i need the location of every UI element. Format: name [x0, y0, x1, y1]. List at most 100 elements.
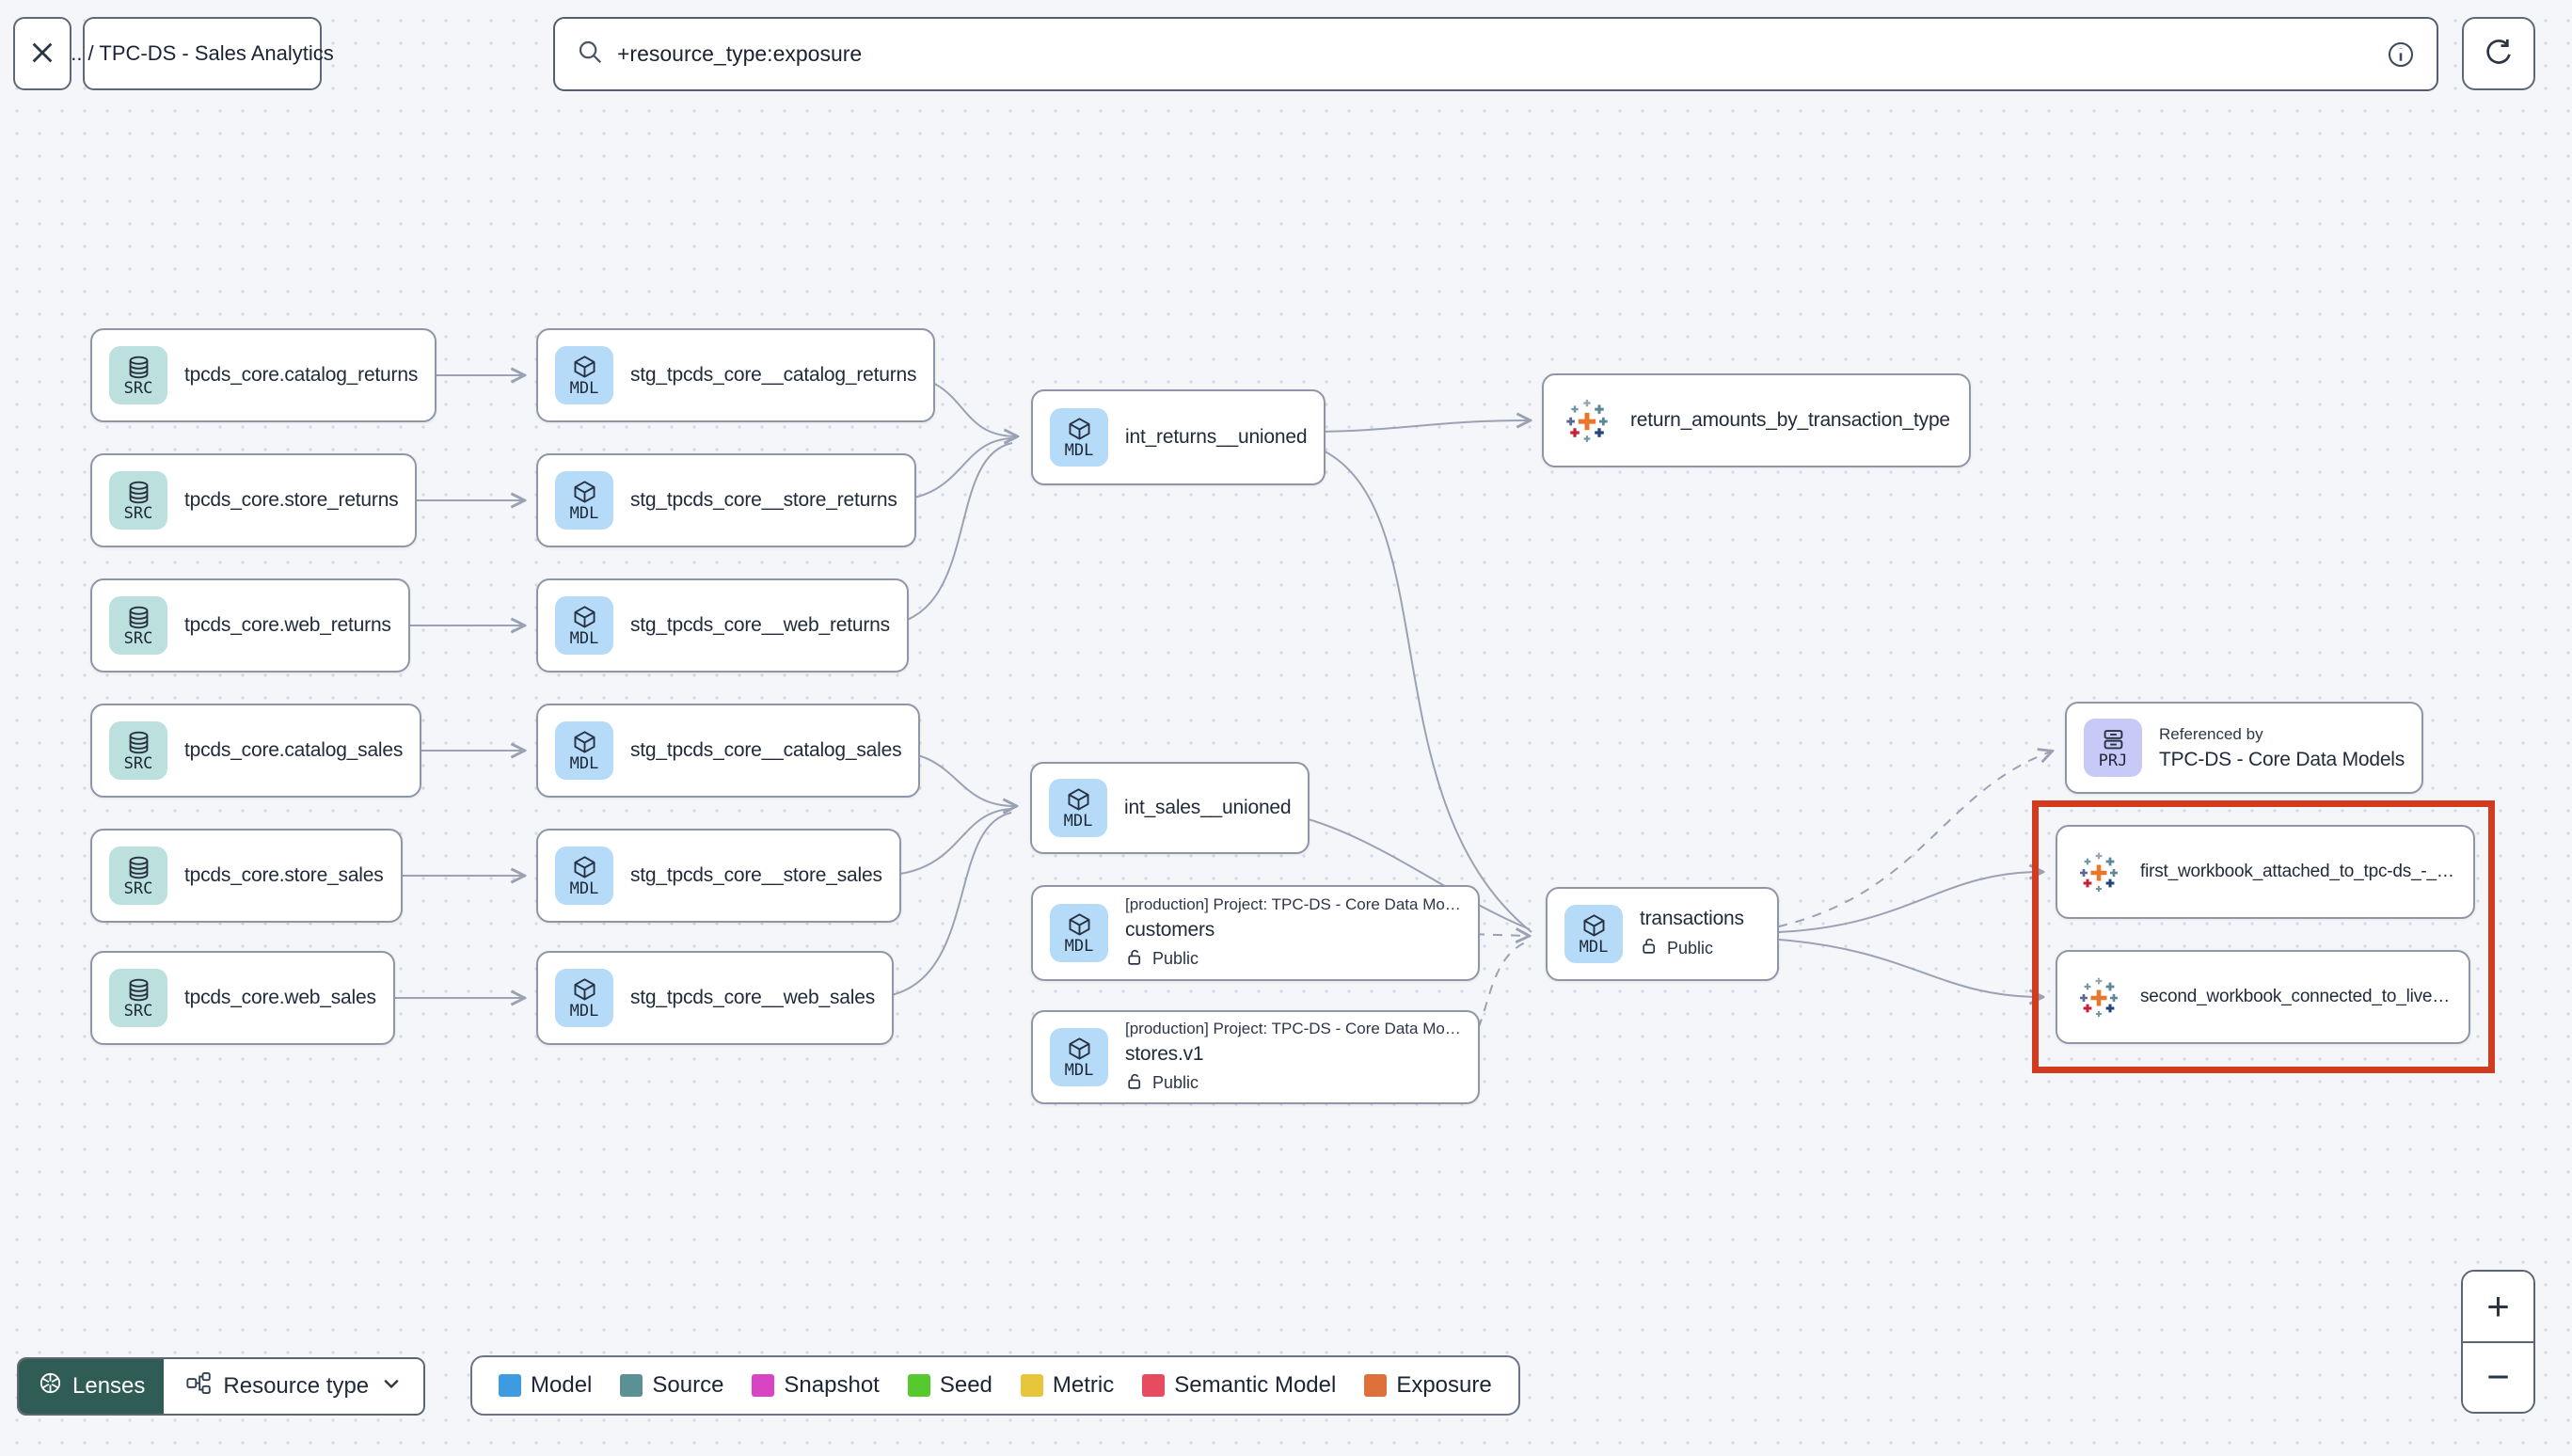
resource-type-label: Resource type — [223, 1373, 370, 1399]
legend-item-exposure: Exposure — [1364, 1372, 1492, 1399]
node-access: Public — [1125, 1071, 1461, 1096]
legend-item-model: Model — [499, 1372, 592, 1399]
node-label: stg_tpcds_core__web_returns — [630, 614, 890, 636]
access-label: Public — [1152, 1073, 1199, 1092]
refresh-button[interactable] — [2462, 17, 2535, 90]
legend-swatch — [752, 1374, 775, 1397]
node-meta: Referenced by — [2159, 724, 2263, 743]
model-icon: MDL — [1049, 779, 1107, 837]
legend-swatch — [1020, 1374, 1043, 1397]
node-label: tpcds_core.catalog_returns — [184, 364, 419, 386]
node-label: stg_tpcds_core__store_returns — [630, 489, 897, 511]
close-icon — [28, 39, 56, 70]
legend-swatch — [907, 1374, 930, 1397]
resource-type-button[interactable]: Resource type — [164, 1359, 424, 1414]
graph-node-stg-store-sales[interactable]: MDL stg_tpcds_core__store_sales — [536, 829, 901, 923]
refresh-icon — [2482, 36, 2516, 72]
source-icon: SRC — [109, 721, 167, 780]
graph-node-src-store-sales[interactable]: SRC tpcds_core.store_sales — [90, 829, 403, 923]
source-icon: SRC — [109, 471, 167, 530]
zoom-out-button[interactable]: − — [2463, 1342, 2533, 1412]
graph-node-exp-workbook-1[interactable]: first_workbook_attached_to_tpc-ds_-_… — [2056, 825, 2475, 919]
node-label: customers — [1125, 918, 1215, 941]
graph-node-stg-store-returns[interactable]: MDL stg_tpcds_core__store_returns — [536, 453, 916, 547]
legend-item-semantic-model: Semantic Model — [1142, 1372, 1336, 1399]
model-icon: MDL — [555, 847, 613, 905]
edge-transactions-to-prj-ref — [1599, 752, 2051, 927]
legend-item-source: Source — [620, 1372, 723, 1399]
model-icon: MDL — [1050, 1028, 1108, 1086]
node-label: stg_tpcds_core__catalog_sales — [630, 739, 902, 761]
lenses-button[interactable]: Lenses — [19, 1359, 165, 1414]
node-access: Public — [1125, 947, 1461, 972]
graph-node-customers[interactable]: MDL [production] Project: TPC-DS - Core D… — [1031, 885, 1480, 981]
graph-node-exp-return-amounts[interactable]: return_amounts_by_transaction_type — [1542, 373, 1971, 467]
model-icon: MDL — [1050, 904, 1108, 962]
resource-type-icon — [184, 1369, 212, 1403]
edge-stg-web-sales-to-int-sales — [602, 812, 1012, 999]
model-icon: MDL — [1050, 408, 1108, 467]
graph-node-stg-web-returns[interactable]: MDL stg_tpcds_core__web_returns — [536, 578, 909, 673]
node-label: first_workbook_attached_to_tpc-ds_-_… — [2140, 862, 2454, 881]
legend-swatch — [620, 1374, 643, 1397]
legend-swatch — [499, 1374, 521, 1397]
legend-label: Exposure — [1396, 1372, 1492, 1398]
breadcrumb[interactable]: .. / TPC-DS - Sales Analytics — [71, 17, 334, 90]
node-label: int_sales__unioned — [1124, 797, 1292, 818]
unlock-icon — [1125, 947, 1145, 972]
tableau-icon — [2076, 849, 2121, 894]
graph-node-exp-workbook-2[interactable]: second_workbook_connected_to_live… — [2056, 950, 2471, 1044]
legend-swatch — [1364, 1374, 1388, 1397]
node-label: stg_tpcds_core__store_sales — [630, 864, 882, 886]
search-input[interactable] — [617, 41, 2373, 67]
node-label: stg_tpcds_core__catalog_returns — [630, 364, 917, 386]
legend-label: Source — [652, 1372, 724, 1398]
graph-node-stores-v1[interactable]: MDL[production] Project: TPC-DS - Core D… — [1031, 1010, 1480, 1104]
graph-node-int-sales[interactable]: MDL int_sales__unioned — [1030, 762, 1310, 854]
legend-label: Model — [531, 1372, 593, 1398]
node-access: Public — [1640, 936, 1744, 960]
node-label: stg_tpcds_core__web_sales — [630, 987, 876, 1008]
tableau-icon — [2076, 974, 2121, 1020]
source-icon: SRC — [109, 596, 167, 655]
node-label: tpcds_core.store_sales — [184, 864, 384, 886]
node-label: return_amounts_by_transaction_type — [1630, 409, 1950, 431]
filter-bar: Lenses Resource type — [17, 1357, 426, 1416]
source-icon: SRC — [109, 847, 167, 905]
graph-node-src-web-sales[interactable]: SRC tpcds_core.web_sales — [90, 951, 395, 1045]
close-button[interactable] — [13, 17, 71, 90]
legend-item-snapshot: Snapshot — [752, 1372, 880, 1399]
edge-transactions-to-exp-workbook-2 — [1599, 939, 2041, 997]
search-bar[interactable] — [553, 17, 2438, 91]
source-icon: SRC — [109, 969, 167, 1027]
lenses-icon — [38, 1370, 63, 1402]
model-icon: MDL — [555, 346, 613, 404]
model-icon: MDL — [555, 471, 613, 530]
node-label: int_returns__unioned — [1125, 426, 1308, 448]
node-label: tpcds_core.web_sales — [184, 987, 376, 1008]
info-icon[interactable] — [2386, 40, 2416, 70]
graph-node-stg-catalog-returns[interactable]: MDL stg_tpcds_core__catalog_returns — [536, 328, 936, 422]
legend-label: Seed — [939, 1372, 992, 1398]
node-meta: [production] Project: TPC-DS - Core Data… — [1125, 894, 1461, 913]
legend-item-seed: Seed — [907, 1372, 992, 1399]
node-label: second_workbook_connected_to_live… — [2140, 987, 2451, 1006]
project-icon: PRJ — [2084, 719, 2142, 777]
graph-node-int-returns[interactable]: MDL int_returns__unioned — [1031, 389, 1326, 485]
node-label: stores.v1 — [1125, 1042, 1204, 1065]
lenses-label: Lenses — [72, 1373, 146, 1399]
unlock-icon — [1640, 936, 1659, 960]
zoom-in-button[interactable]: + — [2463, 1272, 2533, 1341]
model-icon: MDL — [555, 596, 613, 655]
edge-int-returns-to-transactions — [1082, 442, 1532, 933]
